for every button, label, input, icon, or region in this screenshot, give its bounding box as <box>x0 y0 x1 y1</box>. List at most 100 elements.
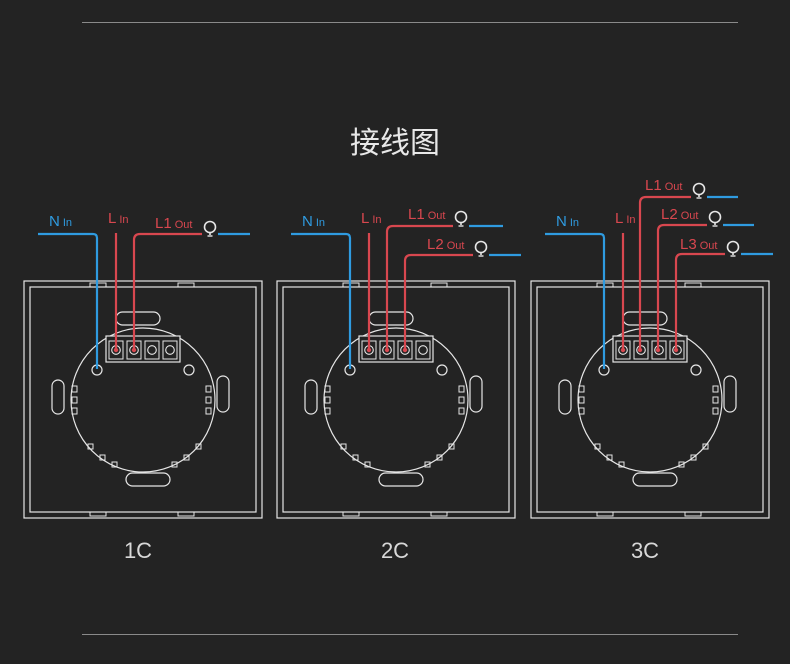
top-divider <box>82 22 738 23</box>
l1-out-wire <box>132 232 202 349</box>
terminal-slot <box>144 340 160 360</box>
terminal-slot <box>415 340 431 360</box>
l1-out-end <box>384 347 390 353</box>
clip <box>594 443 601 450</box>
panel-caption-1c: 1C <box>123 538 153 563</box>
clip <box>678 461 685 468</box>
plate-notch <box>596 511 614 517</box>
plate-notch <box>177 511 195 517</box>
neutral-wire <box>545 232 606 369</box>
l2-out-wire <box>403 253 473 349</box>
l1-out-end <box>131 347 137 353</box>
plate-outer <box>23 280 263 519</box>
clip <box>458 385 465 393</box>
plate-notch <box>684 282 702 288</box>
l3-out-end <box>673 347 679 353</box>
left-tab <box>304 379 318 415</box>
screw-hole <box>436 364 448 376</box>
plate-outer <box>276 280 516 519</box>
plate-notch <box>89 511 107 517</box>
top-tab <box>622 311 668 326</box>
clip <box>205 407 212 415</box>
terminal-block <box>105 335 181 363</box>
l1-out-end <box>637 347 643 353</box>
clip <box>195 443 202 450</box>
l2-out-wire <box>656 223 707 349</box>
terminal-screw <box>418 345 428 355</box>
clip <box>578 407 585 415</box>
clip <box>618 461 625 468</box>
clip <box>99 454 106 461</box>
panel-caption-3c: 3C <box>630 538 660 563</box>
screw-hole <box>183 364 195 376</box>
clip <box>424 461 431 468</box>
clip <box>71 396 78 404</box>
panel-caption-2c: 2C <box>380 538 410 563</box>
clip <box>205 385 212 393</box>
bottom-tab <box>632 472 678 487</box>
plate-outer <box>530 280 770 519</box>
l2-out-end <box>655 347 661 353</box>
clip <box>71 385 78 393</box>
l2-out-end <box>402 347 408 353</box>
clip <box>352 454 359 461</box>
clip <box>324 385 331 393</box>
clip <box>606 454 613 461</box>
clip <box>111 461 118 468</box>
top-tab <box>368 311 414 326</box>
clip <box>712 407 719 415</box>
right-tab <box>469 375 483 413</box>
terminal-slot <box>162 340 178 360</box>
clip <box>324 396 331 404</box>
plate-notch <box>684 511 702 517</box>
plate-notch <box>430 511 448 517</box>
right-tab <box>216 375 230 413</box>
terminal-screw <box>165 345 175 355</box>
plate-notch <box>430 282 448 288</box>
live-in-end <box>620 347 626 353</box>
neutral-wire <box>291 232 352 369</box>
live-in-end <box>366 347 372 353</box>
l3-out-wire <box>674 252 725 349</box>
clip <box>458 407 465 415</box>
lamp-icon <box>454 210 468 227</box>
clip <box>87 443 94 450</box>
lamp-icon <box>708 210 722 227</box>
screw-hole <box>690 364 702 376</box>
bottom-tab <box>378 472 424 487</box>
terminal-block <box>358 335 434 363</box>
right-tab <box>723 375 737 413</box>
clip <box>324 407 331 415</box>
diagram-title: 接线图 <box>350 126 440 161</box>
plate-inner <box>29 286 257 513</box>
plate-notch <box>342 511 360 517</box>
plate-inner <box>536 286 764 513</box>
plate-inner <box>282 286 510 513</box>
clip <box>205 396 212 404</box>
bottom-tab <box>125 472 171 487</box>
clip <box>448 443 455 450</box>
left-tab <box>51 379 65 415</box>
mounting-box <box>577 327 723 473</box>
terminal-screw <box>147 345 157 355</box>
left-tab <box>558 379 572 415</box>
live-in-end <box>113 347 119 353</box>
clip <box>71 407 78 415</box>
clip <box>436 454 443 461</box>
clip <box>183 454 190 461</box>
clip <box>712 385 719 393</box>
clip <box>578 396 585 404</box>
